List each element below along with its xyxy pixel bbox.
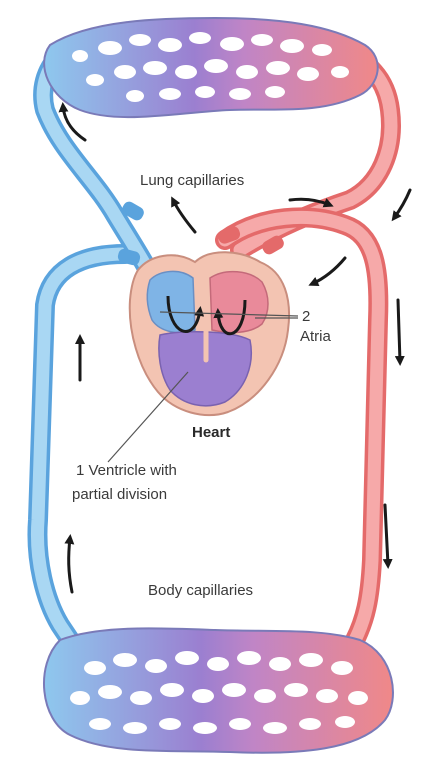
ventricle-pointer-line <box>108 372 188 462</box>
ventricle-label-line2: partial division <box>72 486 167 504</box>
arrow-right-bottom <box>385 505 388 565</box>
arrow-right-top <box>394 190 410 218</box>
ventricle-label-line1: 1 Ventricle with <box>76 462 177 480</box>
body-capillary-bed <box>44 628 393 752</box>
heart <box>130 252 289 415</box>
arrow-right-mid <box>398 300 400 362</box>
body-capillaries-label: Body capillaries <box>148 582 253 600</box>
heart-label: Heart <box>192 424 230 442</box>
atria-number-label: 2 <box>302 308 310 326</box>
arrow-upper-center <box>173 200 195 232</box>
lung-capillaries-label: Lung capillaries <box>140 172 244 190</box>
lung-capillary-bed <box>44 18 378 117</box>
arrow-into-heart <box>312 258 345 284</box>
arrow-left-bottom <box>69 538 72 592</box>
atria-label: Atria <box>300 328 331 346</box>
left-atrium <box>147 271 195 332</box>
